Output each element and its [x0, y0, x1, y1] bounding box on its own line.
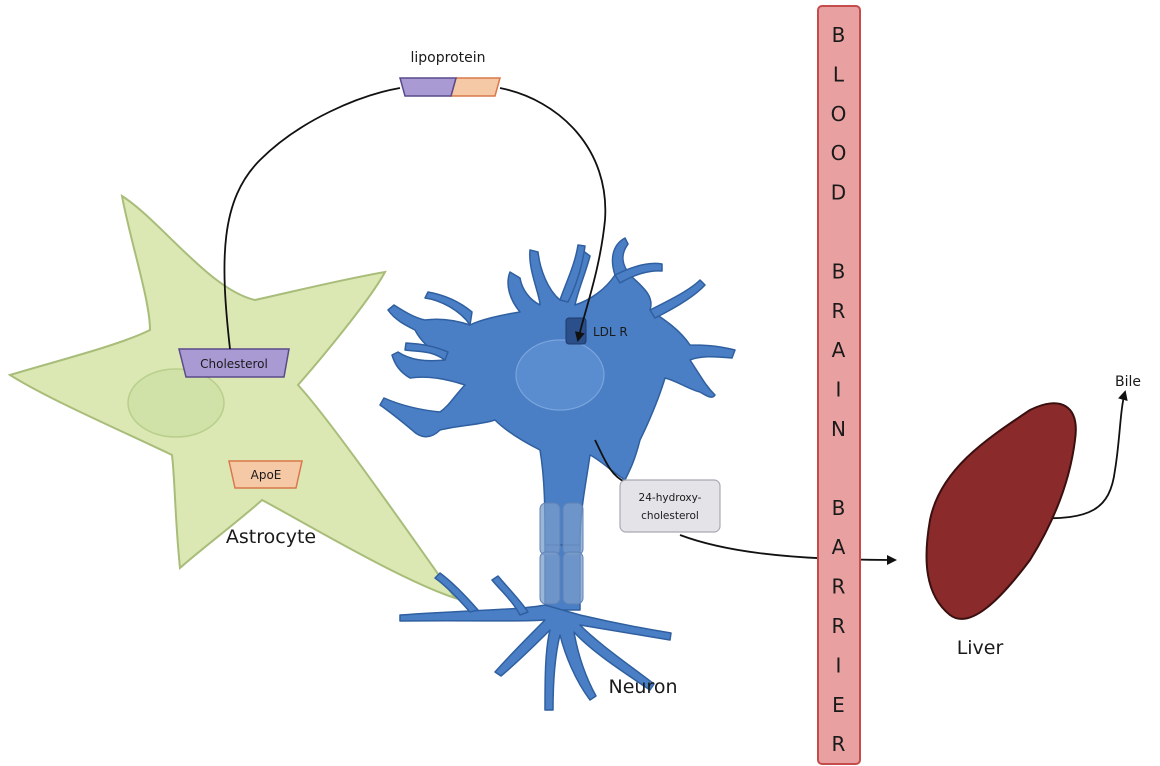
bile-label: Bile: [1115, 374, 1141, 390]
myelin-sheath-1: [540, 503, 560, 555]
myelin-sheath-2: [563, 503, 583, 555]
liver-shape: [927, 403, 1076, 619]
barrier-letter: A: [832, 535, 847, 559]
liver: Liver Bile: [927, 374, 1141, 659]
barrier-letter: A: [832, 338, 847, 362]
lipoprotein-apoe-part: [451, 78, 500, 96]
barrier-letter: R: [832, 299, 847, 323]
hydroxycholesterol-box: [620, 480, 720, 532]
neuron-label: Neuron: [608, 676, 677, 698]
barrier-letter: R: [832, 575, 847, 599]
lipoprotein-label: lipoprotein: [411, 50, 486, 66]
astrocyte-nucleus: [128, 369, 224, 437]
barrier-letter: B: [832, 496, 847, 520]
cholesterol-label: Cholesterol: [200, 357, 268, 371]
myelin-sheath-3: [540, 552, 560, 604]
lipoprotein: lipoprotein: [400, 50, 500, 96]
barrier-letter: N: [831, 417, 847, 441]
barrier-letter: L: [833, 62, 845, 86]
neuron: LDL R Neuron: [380, 238, 735, 710]
astrocyte-label: Astrocyte: [226, 526, 316, 548]
barrier-letter: R: [832, 732, 847, 756]
barrier-letter: R: [832, 614, 847, 638]
barrier-letter: I: [836, 653, 843, 677]
barrier-letter: E: [832, 693, 846, 717]
apoe-label: ApoE: [251, 468, 282, 482]
barrier-letter: B: [832, 23, 847, 47]
neuron-nucleus: [516, 340, 604, 410]
hydroxy-to-liver-arrow: [680, 535, 895, 560]
ldl-receptor-label: LDL R: [593, 325, 628, 339]
barrier-letter: I: [836, 378, 843, 402]
dendrite-right-up: [650, 280, 705, 318]
barrier-letter: B: [832, 259, 847, 283]
barrier-letter: O: [831, 141, 848, 165]
hydroxycholesterol-label-line2: cholesterol: [641, 510, 699, 522]
hydroxycholesterol: 24-hydroxy- cholesterol: [620, 480, 720, 532]
astrocyte: Cholesterol ApoE Astrocyte: [10, 196, 455, 598]
myelin-sheath-4: [563, 552, 583, 604]
barrier-letter: D: [831, 181, 847, 205]
liver-label: Liver: [957, 637, 1004, 659]
lipoprotein-cholesterol-part: [400, 78, 456, 96]
hydroxycholesterol-label-line1: 24-hydroxy-: [639, 492, 702, 504]
barrier-letter: O: [831, 102, 848, 126]
